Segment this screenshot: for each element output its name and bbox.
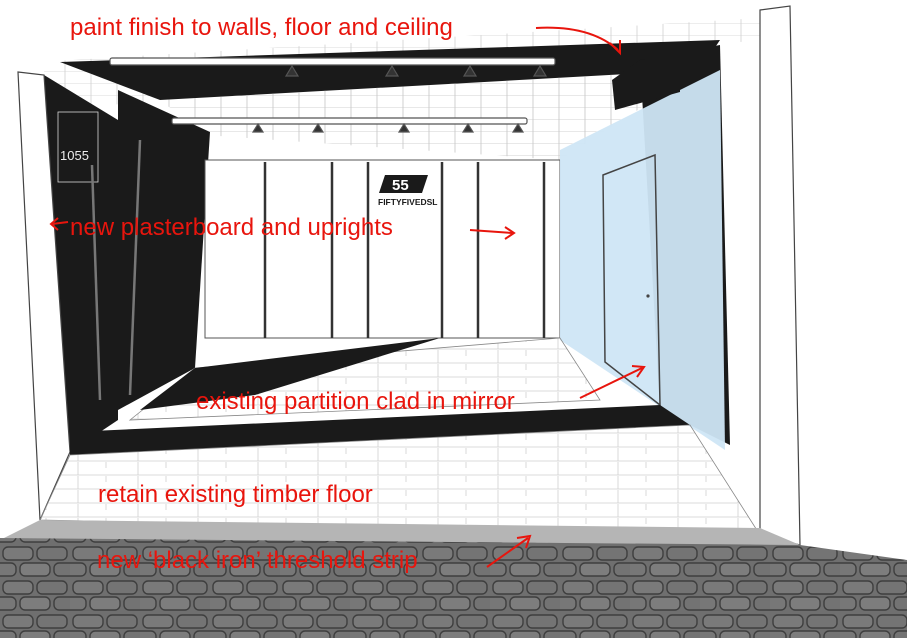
inner-ceiling [160, 70, 700, 160]
left-inner-black-wall [118, 90, 210, 410]
annotation-arrows [49, 26, 646, 568]
track-lights [109, 57, 556, 133]
annotation-threshold: new ‘black iron’ threshold strip [97, 547, 418, 574]
right-outer-wall [759, 5, 801, 546]
pavement [0, 538, 907, 638]
brand-logo: 55 FIFTYFIVEDSL [378, 175, 438, 207]
ac-unit [612, 58, 680, 110]
annotation-mirror: existing partition clad in mirror [196, 388, 515, 415]
mirror-partition [560, 70, 725, 450]
logo-text: FIFTYFIVEDSL [378, 197, 438, 207]
threshold-strip [0, 520, 800, 545]
annotation-floor: retain existing timber floor [98, 481, 373, 508]
annotation-paint: paint finish to walls, floor and ceiling [70, 14, 453, 41]
side-panel-number: 1055 [60, 148, 89, 163]
floor-front-band [70, 405, 690, 455]
side-sign: 1055 [57, 111, 99, 183]
floor-black-band [140, 338, 440, 410]
annotation-plasterboard: new plasterboard and uprights [70, 214, 393, 241]
logo-mark: 55 [392, 177, 409, 194]
wall-uprights [90, 139, 546, 401]
